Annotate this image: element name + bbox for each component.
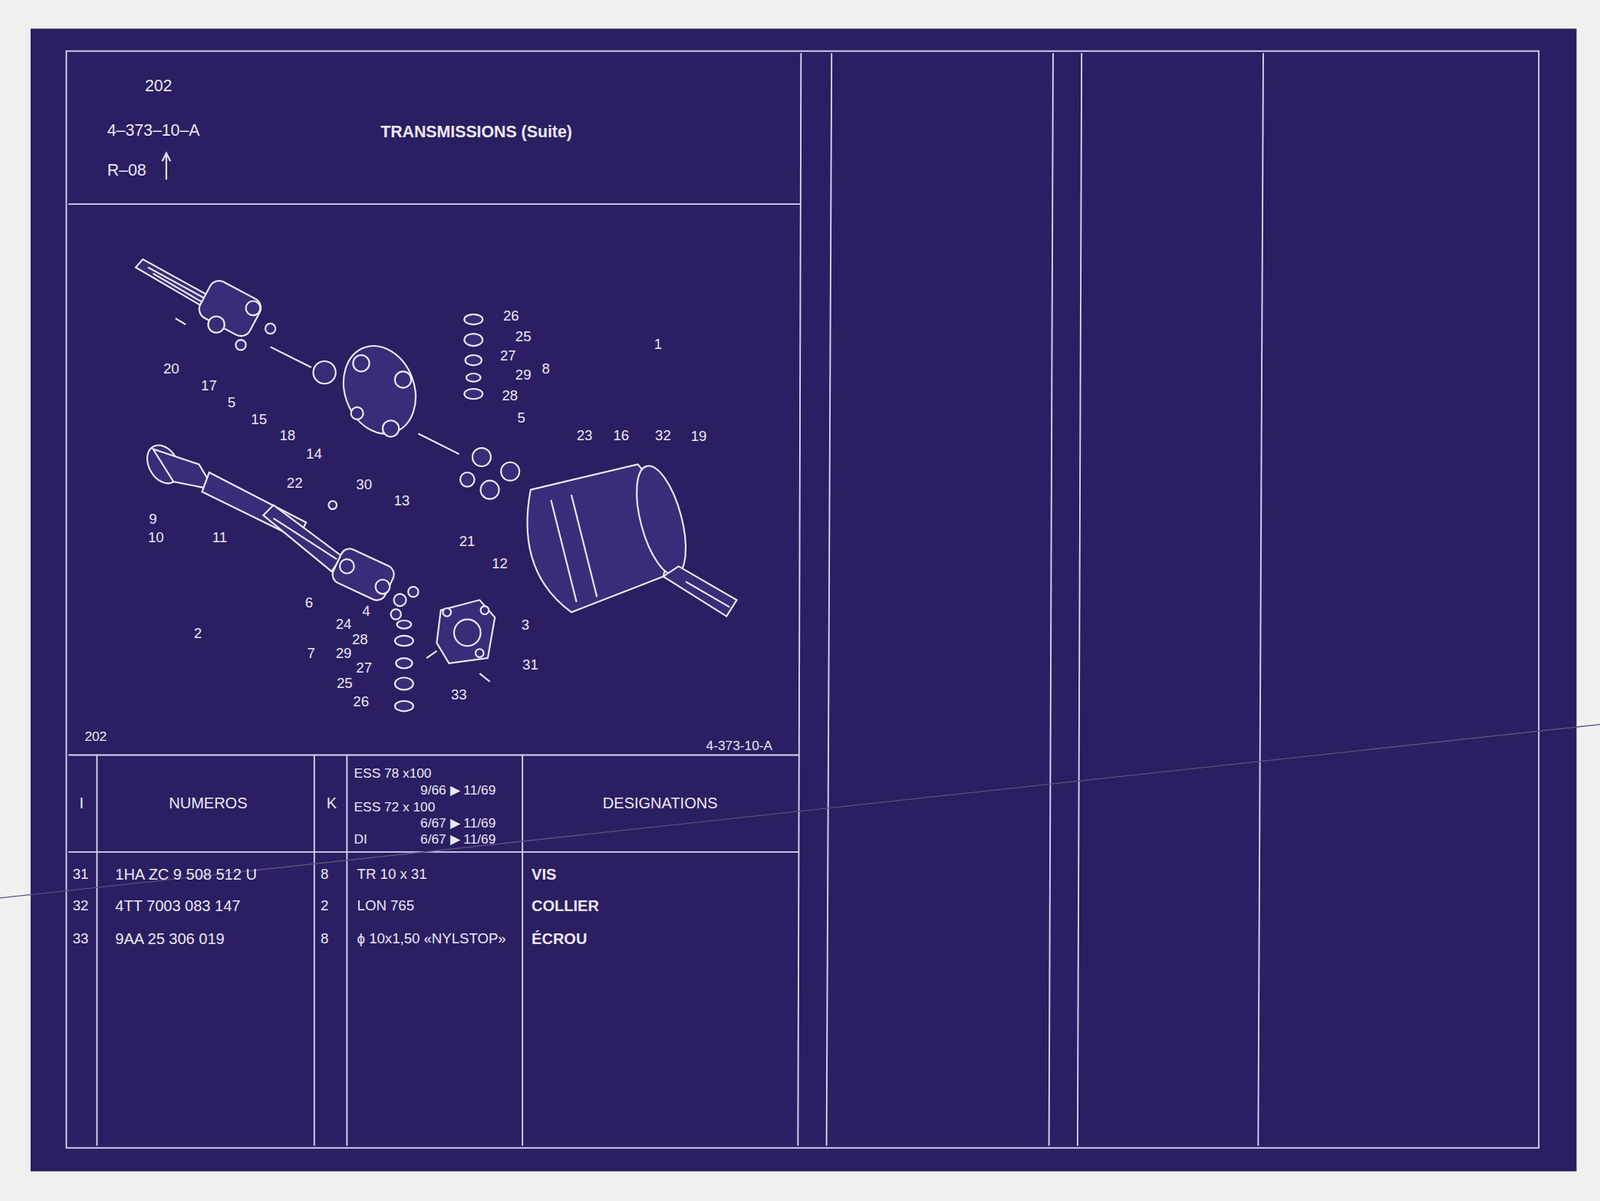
sheet-reference: 202 (84, 730, 107, 744)
callout-number: 30 (355, 477, 373, 493)
callout-number: 25 (515, 329, 532, 345)
callout-number: 8 (541, 362, 550, 377)
callout-number: 6 (305, 595, 313, 611)
callout-number: 5 (227, 395, 236, 411)
table-cell: K (326, 795, 337, 811)
table-cell: ESS 72 x 100 (354, 800, 436, 814)
callout-number: 29 (515, 368, 532, 383)
callout-number: 27 (500, 348, 517, 364)
callout-number: 9 (148, 512, 157, 527)
callout-number: 33 (451, 688, 468, 703)
callout-number: 28 (352, 632, 369, 648)
callout-number: 25 (336, 676, 353, 692)
table-cell: 2 (320, 898, 329, 914)
table-cell: TR 10 x 31 (357, 867, 428, 883)
callout-number: 3 (521, 618, 530, 633)
table-cell: ϕ 10x1,50 «NYLSTOP» (357, 931, 507, 947)
table-cell: COLLIER (531, 898, 600, 914)
table-cell: 9AA 25 306 019 (115, 931, 224, 947)
callout-number: 20 (163, 362, 180, 377)
callout-number: 21 (459, 534, 476, 550)
table-cell: DI (354, 832, 368, 847)
callout-number: 22 (286, 476, 303, 491)
sheet-reference: 4-373-10-A (706, 739, 773, 753)
table-cell: 31 (72, 867, 89, 883)
table-cell: LON 765 (357, 898, 415, 914)
callout-number: 23 (576, 428, 593, 444)
table-cell: 1HA ZC 9 508 512 U (115, 866, 257, 883)
callout-number: 31 (522, 658, 539, 673)
callout-number: 16 (613, 428, 630, 444)
table-cell: 9/66 ▶ 11/69 (420, 783, 496, 797)
callout-number: 27 (355, 661, 373, 676)
table-cell: NUMEROS (168, 795, 247, 811)
table-cell: VIS (531, 866, 557, 883)
callout-number: 18 (279, 428, 297, 444)
revision-arrow (162, 153, 172, 181)
callout-number: 14 (306, 447, 323, 462)
table-cell: DESIGNATIONS (602, 795, 718, 811)
table-cell: 4TT 7003 083 147 (115, 898, 241, 914)
table-cell: I (79, 795, 85, 811)
callout-number: 5 (517, 411, 526, 426)
callout-number: 10 (148, 530, 165, 546)
frame-lines (65, 51, 1539, 1149)
callout-number: 28 (502, 388, 519, 404)
callout-number: 1 (654, 337, 662, 353)
callout-number: 7 (306, 646, 315, 662)
table-cell: 33 (72, 931, 89, 947)
callout-number: 15 (250, 412, 267, 428)
table-cell: ÉCROU (531, 931, 587, 947)
callout-number: 11 (212, 530, 228, 546)
callout-number: 32 (655, 428, 672, 444)
film-scratch (0, 724, 1600, 899)
table-cell: 8 (320, 931, 329, 947)
table-cell: 32 (72, 898, 89, 914)
callout-number: 2 (194, 626, 202, 642)
sheet-ground (30, 28, 1577, 1172)
callout-number: 17 (200, 378, 218, 394)
callout-number: 12 (491, 556, 508, 572)
table-cell: 6/67 ▶ 11/69 (420, 816, 496, 830)
sheet-reference: 4–373–10–A (107, 122, 201, 139)
callout-number: 29 (335, 646, 353, 662)
sheet-reference: R–08 (107, 162, 147, 179)
table-cell: ESS 78 x100 (354, 767, 432, 781)
callout-number: 4 (362, 604, 370, 619)
table-cell: 6/67 ▶ 11/69 (420, 832, 496, 847)
callout-number: 19 (691, 429, 708, 445)
sheet-title: TRANSMISSIONS (Suite) (380, 124, 573, 141)
callout-number: 13 (394, 493, 411, 509)
table-cell: 8 (320, 867, 329, 883)
callout-number: 24 (335, 617, 353, 633)
exploded-view (135, 259, 738, 712)
sheet-reference: 202 (144, 78, 173, 95)
callout-number: 26 (503, 309, 520, 324)
callout-number: 26 (352, 694, 369, 710)
